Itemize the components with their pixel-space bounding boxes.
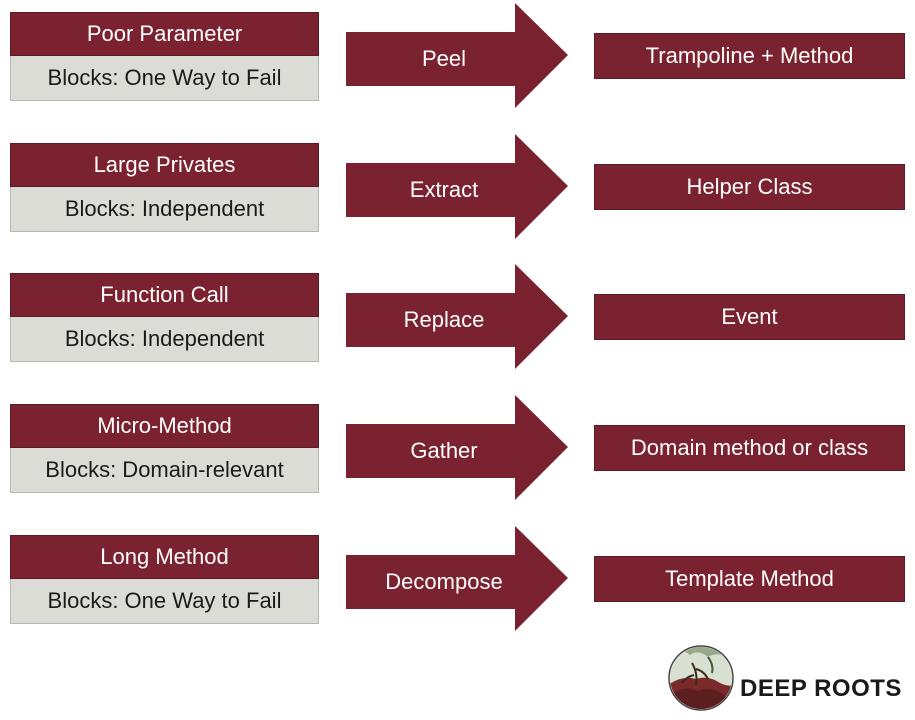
action-label: Peel (421, 46, 467, 71)
action-arrow: Extract (346, 134, 568, 239)
arrow-shape (346, 395, 568, 500)
blocks-label: Blocks: Independent (10, 187, 319, 232)
deep-roots-logo-icon (668, 645, 734, 711)
result-box: Event (594, 294, 905, 340)
refactoring-row-1: Poor Parameter Blocks: One Way to Fail P… (0, 3, 915, 108)
blocks-label: Blocks: Domain-relevant (10, 448, 319, 493)
result-box: Trampoline + Method (594, 33, 905, 79)
refactoring-row-3: Function Call Blocks: Independent Replac… (0, 264, 915, 369)
arrow-shape (346, 134, 568, 239)
action-arrow: Peel (346, 3, 568, 108)
deep-roots-logo: DEEP ROOTS (668, 643, 908, 715)
blocks-label: Blocks: Independent (10, 317, 319, 362)
action-arrow: Decompose (346, 526, 568, 631)
smell-title: Poor Parameter (10, 12, 319, 56)
refactoring-row-4: Micro-Method Blocks: Domain-relevant Gat… (0, 395, 915, 500)
action-arrow: Gather (346, 395, 568, 500)
arrow-shape (346, 3, 568, 108)
blocks-label: Blocks: One Way to Fail (10, 56, 319, 101)
smell-title: Micro-Method (10, 404, 319, 448)
smell-title: Long Method (10, 535, 319, 579)
result-box: Helper Class (594, 164, 905, 210)
action-label: Replace (403, 307, 485, 332)
refactoring-row-2: Large Privates Blocks: Independent Extra… (0, 134, 915, 239)
blocks-label: Blocks: One Way to Fail (10, 579, 319, 624)
result-box: Template Method (594, 556, 905, 602)
result-box: Domain method or class (594, 425, 905, 471)
refactoring-row-5: Long Method Blocks: One Way to Fail Deco… (0, 526, 915, 631)
action-label: Decompose (385, 569, 503, 594)
arrow-shape (346, 264, 568, 369)
smell-title: Function Call (10, 273, 319, 317)
action-arrow: Replace (346, 264, 568, 369)
arrow-shape (346, 526, 568, 631)
logo-text: DEEP ROOTS (740, 675, 902, 702)
smell-title: Large Privates (10, 143, 319, 187)
action-label: Gather (410, 438, 478, 463)
action-label: Extract (409, 177, 479, 202)
